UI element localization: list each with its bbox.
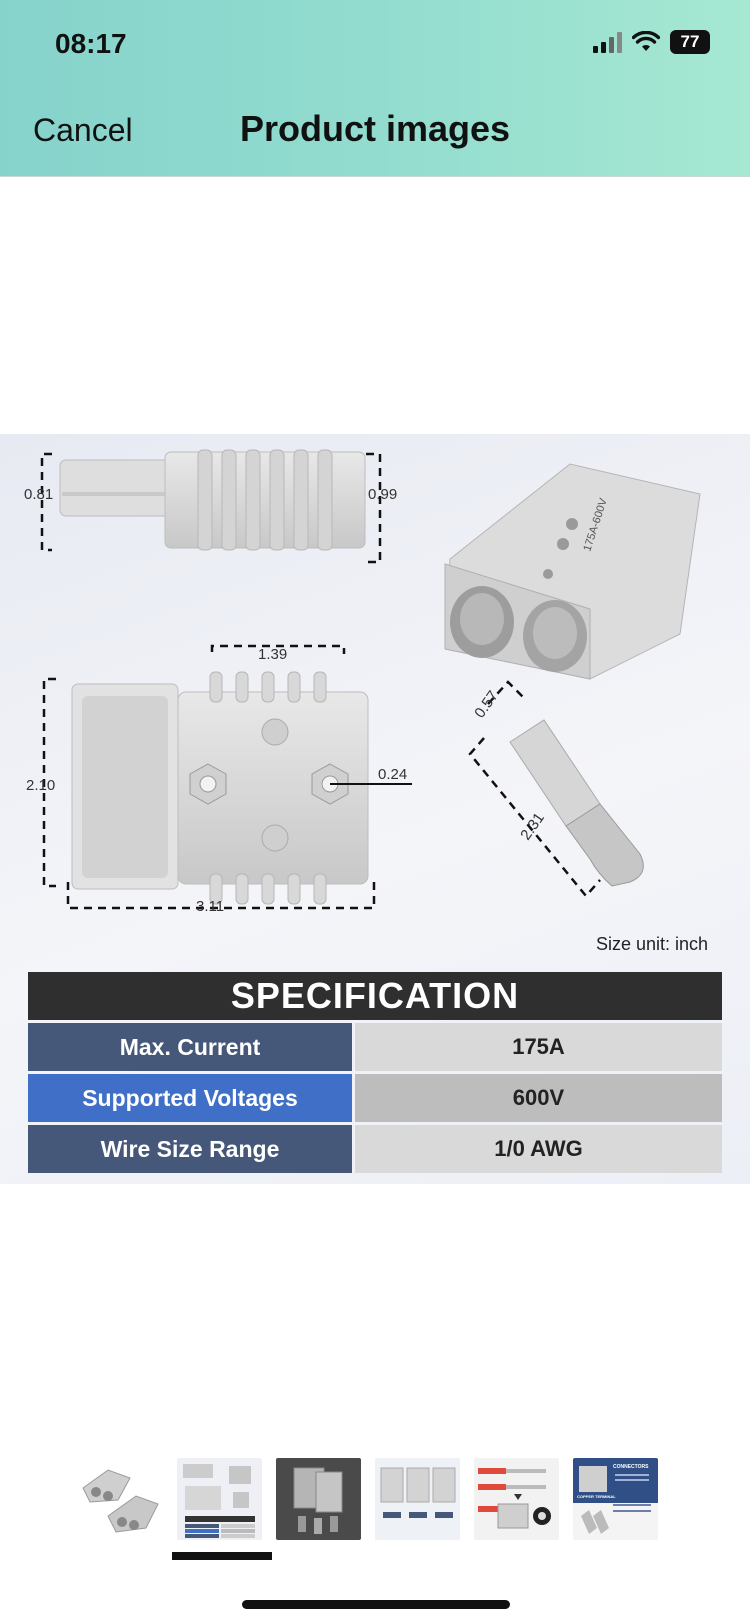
dimension-lines bbox=[40, 452, 601, 910]
dimension-label: 0.81 bbox=[24, 486, 54, 503]
thumbnail-strip: CONNECTORS COPPER TERMINAL bbox=[78, 1458, 658, 1540]
dimension-label: 0.24 bbox=[378, 766, 408, 783]
connector-3d-render: 175A-600V bbox=[444, 463, 701, 680]
page-title: Product images bbox=[239, 108, 511, 149]
thumbnail-connector-pair[interactable] bbox=[78, 1458, 163, 1540]
spec-key: Supported Voltages bbox=[28, 1074, 352, 1122]
status-time: 08:17 bbox=[55, 28, 127, 59]
dimension-label: 1.39 bbox=[258, 646, 288, 663]
spec-value: 600V bbox=[355, 1074, 722, 1122]
battery-icon: 77 bbox=[670, 30, 710, 54]
spec-value: 1/0 AWG bbox=[355, 1125, 722, 1173]
product-image[interactable]: 175A-600V bbox=[0, 434, 750, 1184]
thumbnail-connectors-info[interactable]: CONNECTORS COPPER TERMINAL bbox=[573, 1458, 658, 1540]
size-unit-label: Size unit: inch bbox=[595, 934, 708, 954]
spec-value: 175A bbox=[355, 1023, 722, 1071]
side-view-connector bbox=[59, 449, 366, 551]
status-icons: 77 bbox=[593, 30, 710, 54]
thumbnail-wiring[interactable] bbox=[474, 1458, 559, 1540]
dimension-label: 0.99 bbox=[368, 486, 398, 503]
header: 08:17 77 Cancel Product images bbox=[0, 0, 750, 177]
cellular-signal-icon bbox=[593, 31, 622, 53]
specification-title: SPECIFICATION bbox=[28, 972, 722, 1020]
dimension-label: 3.11 bbox=[196, 898, 225, 915]
table-row: Supported Voltages 600V bbox=[28, 1074, 722, 1122]
dimension-label: 2.10 bbox=[26, 777, 56, 794]
wifi-icon bbox=[632, 31, 660, 51]
thumbnail-spec-sheet[interactable] bbox=[177, 1458, 262, 1540]
copper-terminal bbox=[509, 719, 644, 887]
connector-diagram: 175A-600V bbox=[40, 449, 701, 910]
cancel-button[interactable]: Cancel bbox=[33, 112, 133, 148]
thumbnail-sizes[interactable] bbox=[375, 1458, 460, 1540]
spec-key: Max. Current bbox=[28, 1023, 352, 1071]
thumbnail-heading: CONNECTORS bbox=[613, 1464, 649, 1470]
table-row: Wire Size Range 1/0 AWG bbox=[28, 1125, 722, 1173]
table-row: Max. Current 175A bbox=[28, 1023, 722, 1071]
selected-thumbnail-indicator bbox=[172, 1552, 272, 1560]
spec-key: Wire Size Range bbox=[28, 1125, 352, 1173]
home-indicator[interactable] bbox=[242, 1600, 510, 1609]
top-view-connector bbox=[71, 671, 412, 905]
thumbnail-subheading: COPPER TERMINAL bbox=[577, 1494, 616, 1499]
thumbnail-dark-render[interactable] bbox=[276, 1458, 361, 1540]
specification-table: SPECIFICATION Max. Current 175A Supporte… bbox=[28, 972, 722, 1173]
